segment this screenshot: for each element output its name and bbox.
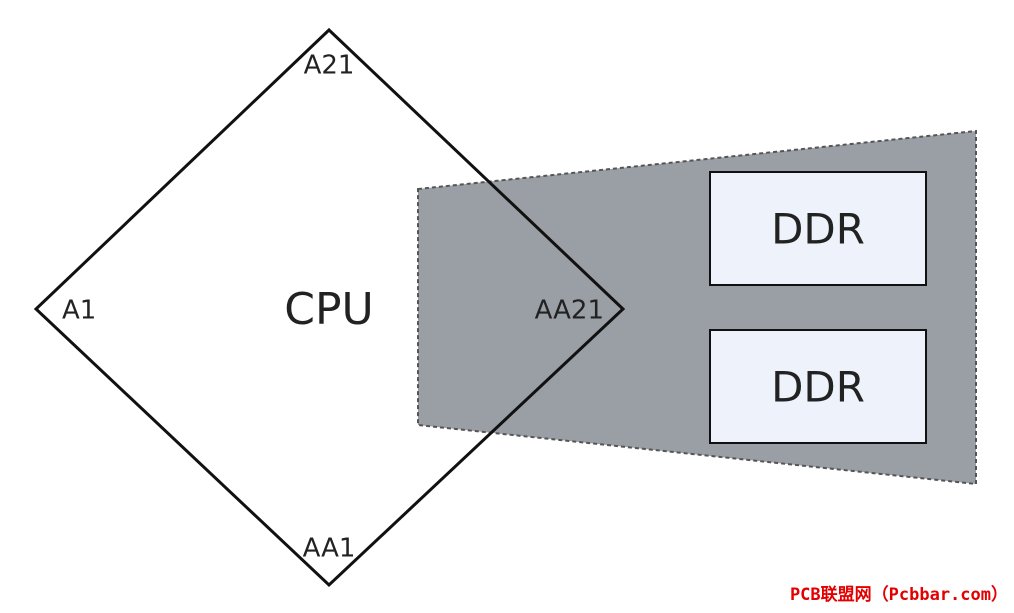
corner-label-top: A21 [304,51,355,81]
ddr-module-top-label: DDR [771,205,865,254]
ddr-module-bottom-label: DDR [771,363,865,412]
corner-label-left: A1 [62,296,96,326]
ddr-module-top [709,171,927,286]
ddr-module-bottom [709,329,927,444]
corner-label-bottom: AA1 [303,534,356,564]
cpu-outline [33,27,626,588]
watermark-text: PCB联盟网（Pcbbar.com） [790,584,1008,605]
cpu-label: CPU [284,284,373,335]
corner-label-right: AA21 [535,296,604,326]
